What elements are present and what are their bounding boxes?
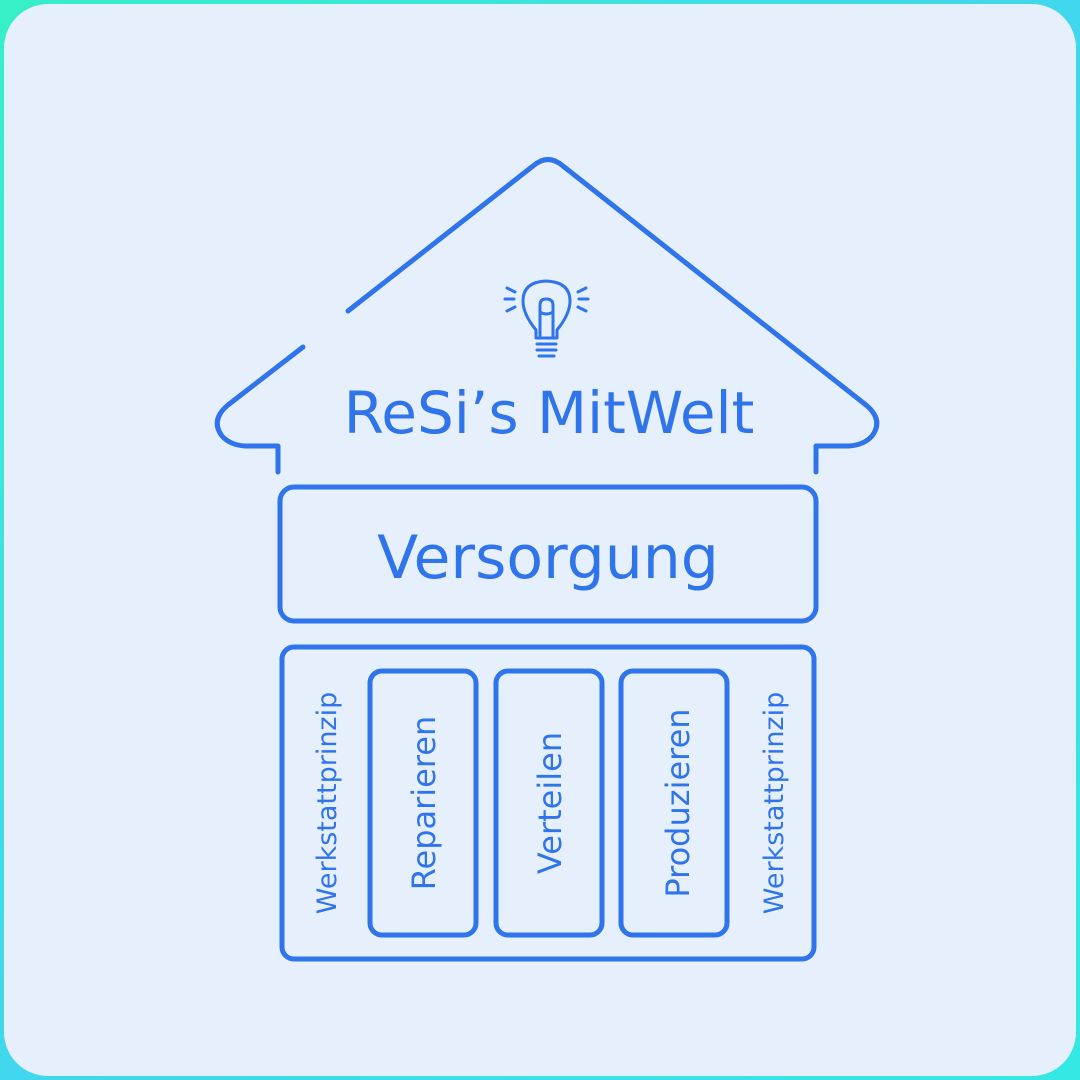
pillar-box-1 xyxy=(367,668,479,938)
right-side-label: Werkstattprinzip xyxy=(759,692,790,915)
roof-outline-left xyxy=(214,344,306,475)
pillar-label-2: Verteilen xyxy=(531,732,569,874)
lightbulb-icon xyxy=(503,279,590,358)
beam-box xyxy=(277,484,819,624)
card xyxy=(4,4,1076,1076)
foundation-frame xyxy=(279,644,817,962)
beam-label: Versorgung xyxy=(377,523,719,593)
roof-outline-main xyxy=(345,157,880,475)
pillar-box-3 xyxy=(618,668,730,938)
pillar-label-1: Reparieren xyxy=(405,716,443,891)
house-title: ReSi’s MitWelt xyxy=(344,379,755,447)
left-side-label: Werkstattprinzip xyxy=(312,692,343,915)
pillar-label-3: Produzieren xyxy=(659,708,697,897)
pillar-box-2 xyxy=(493,668,605,938)
